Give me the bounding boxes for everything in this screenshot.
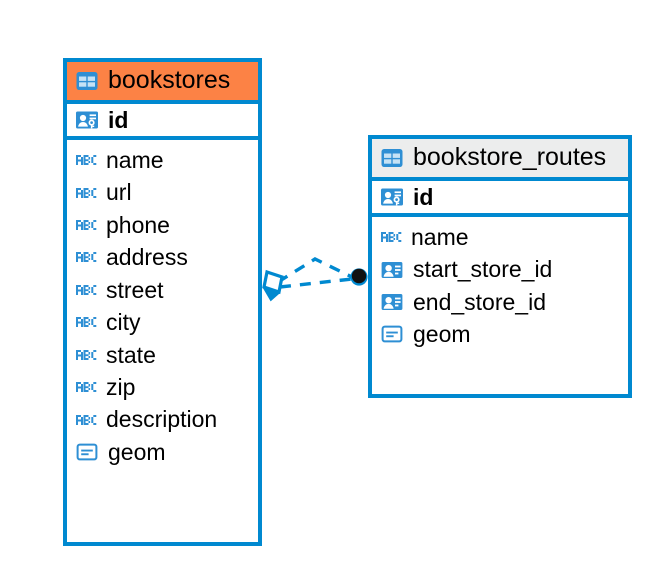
entity-title-label: bookstores bbox=[108, 66, 231, 94]
field-label: state bbox=[106, 341, 156, 368]
primary-key-icon bbox=[381, 188, 403, 206]
field-label: description bbox=[106, 406, 218, 433]
entity-title-label: bookstore_routes bbox=[413, 143, 607, 171]
field-label-id: id bbox=[413, 183, 434, 210]
field-row-id[interactable]: id bbox=[67, 104, 258, 136]
field-label: name bbox=[411, 223, 469, 250]
field-label: start_store_id bbox=[413, 256, 553, 283]
field-label-id: id bbox=[108, 106, 129, 133]
entity-table-bookstores[interactable]: bookstores id bbox=[63, 58, 262, 546]
field-label: url bbox=[106, 179, 132, 206]
text-type-icon bbox=[76, 317, 97, 328]
field-row-description[interactable]: description bbox=[67, 403, 258, 435]
field-row-name[interactable]: name bbox=[67, 144, 258, 176]
foreign-key-icon bbox=[381, 294, 403, 311]
field-row-geom[interactable]: geom bbox=[67, 436, 258, 468]
text-type-icon bbox=[76, 349, 97, 360]
field-row-end-store-id[interactable]: end_store_id bbox=[372, 286, 628, 318]
field-label: geom bbox=[413, 321, 471, 348]
field-row-zip[interactable]: zip bbox=[67, 371, 258, 403]
text-type-icon bbox=[76, 414, 97, 425]
filled-circle-endpoint-icon bbox=[350, 268, 368, 286]
field-label: end_store_id bbox=[413, 288, 546, 315]
foreign-key-icon bbox=[381, 261, 403, 278]
field-row-state[interactable]: state bbox=[67, 339, 258, 371]
field-row-name[interactable]: name bbox=[372, 221, 628, 253]
entity-header-bookstores[interactable]: bookstores bbox=[67, 62, 258, 100]
field-label: address bbox=[106, 244, 188, 271]
text-type-icon bbox=[76, 155, 97, 166]
field-row-id[interactable]: id bbox=[372, 181, 628, 213]
field-row-city[interactable]: city bbox=[67, 306, 258, 338]
field-label: name bbox=[106, 146, 164, 173]
text-type-icon bbox=[76, 187, 97, 198]
entity-table-bookstore-routes[interactable]: bookstore_routes id bbox=[368, 135, 632, 398]
field-label: phone bbox=[106, 211, 170, 238]
text-type-icon bbox=[76, 382, 97, 393]
field-row-geom[interactable]: geom bbox=[372, 318, 628, 350]
field-row-url[interactable]: url bbox=[67, 176, 258, 208]
field-row-address[interactable]: address bbox=[67, 241, 258, 273]
fields-section-bookstores: name url bbox=[67, 140, 258, 474]
text-type-icon bbox=[76, 284, 97, 295]
primary-key-section-bookstores: id bbox=[67, 99, 258, 140]
entity-header-bookstore-routes[interactable]: bookstore_routes bbox=[372, 139, 628, 177]
table-icon bbox=[76, 71, 98, 90]
geometry-type-icon bbox=[76, 443, 98, 461]
relationship-line-upper bbox=[277, 257, 353, 284]
text-type-icon bbox=[76, 220, 97, 231]
field-label: zip bbox=[106, 374, 136, 400]
field-row-phone[interactable]: phone bbox=[67, 209, 258, 241]
relationship-line-lower bbox=[279, 277, 353, 289]
primary-key-section-bookstore-routes: id bbox=[372, 176, 628, 217]
field-label: street bbox=[106, 276, 164, 303]
primary-key-icon bbox=[76, 111, 98, 129]
diamond-endpoint-icon bbox=[262, 269, 284, 302]
field-row-street[interactable]: street bbox=[67, 274, 258, 306]
table-icon bbox=[381, 148, 403, 167]
text-type-icon bbox=[76, 252, 97, 263]
field-label: geom bbox=[108, 438, 166, 465]
field-row-start-store-id[interactable]: start_store_id bbox=[372, 253, 628, 285]
fields-section-bookstore-routes: name start_store_id bbox=[372, 217, 628, 357]
text-type-icon bbox=[381, 232, 402, 243]
field-label: city bbox=[106, 309, 141, 336]
geometry-type-icon bbox=[381, 326, 403, 343]
